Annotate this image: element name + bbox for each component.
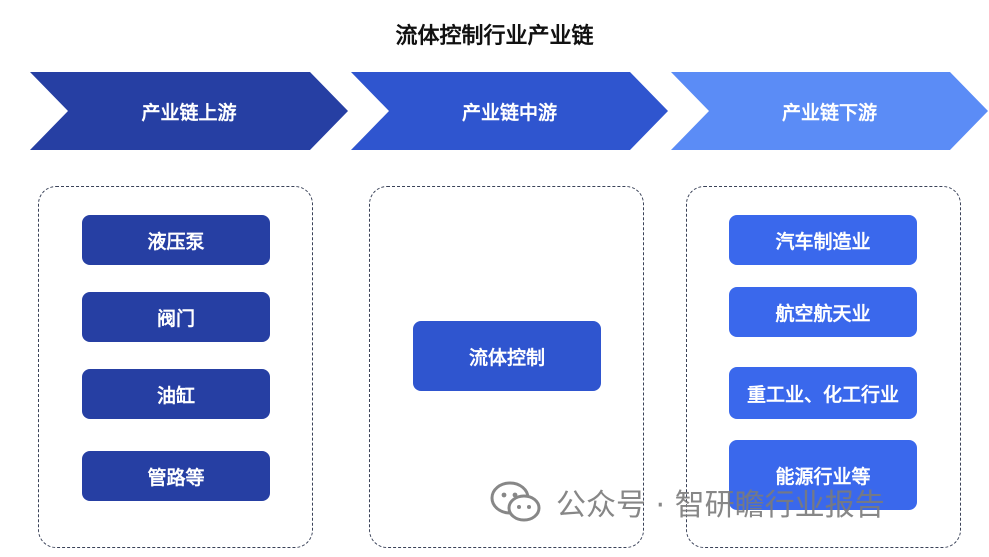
wechat-icon [490, 481, 541, 522]
stage-chevrons [30, 72, 988, 150]
stage-upstream-label: 产业链上游 [141, 102, 237, 124]
midstream-panel [369, 186, 644, 548]
downstream-item-aerospace: 航空航天业 [729, 287, 917, 337]
chevron-downstream [671, 72, 988, 150]
downstream-panel [686, 186, 961, 548]
stage-downstream-label: 产业链下游 [781, 102, 877, 124]
upstream-item-valve: 阀门 [82, 292, 270, 342]
upstream-item-hydraulic-pump: 液压泵 [82, 215, 270, 265]
diagram-title: 流体控制行业产业链 [395, 24, 594, 49]
chevron-upstream [30, 72, 348, 150]
downstream-item-automotive: 汽车制造业 [729, 215, 917, 265]
chevron-midstream [351, 72, 668, 150]
midstream-item-fluid-control: 流体控制 [413, 321, 601, 391]
watermark-text: 公众号 · 智研瞻行业报告 [556, 488, 885, 523]
downstream-item-energy: 能源行业等 [729, 440, 917, 510]
upstream-item-cylinder: 油缸 [82, 369, 270, 419]
stage-midstream-label: 产业链中游 [461, 102, 557, 124]
downstream-item-heavy-chemical: 重工业、化工行业 [729, 367, 917, 419]
watermark: 公众号 · 智研瞻行业报告 [490, 480, 885, 524]
upstream-panel [38, 186, 313, 548]
upstream-item-pipeline: 管路等 [82, 451, 270, 501]
